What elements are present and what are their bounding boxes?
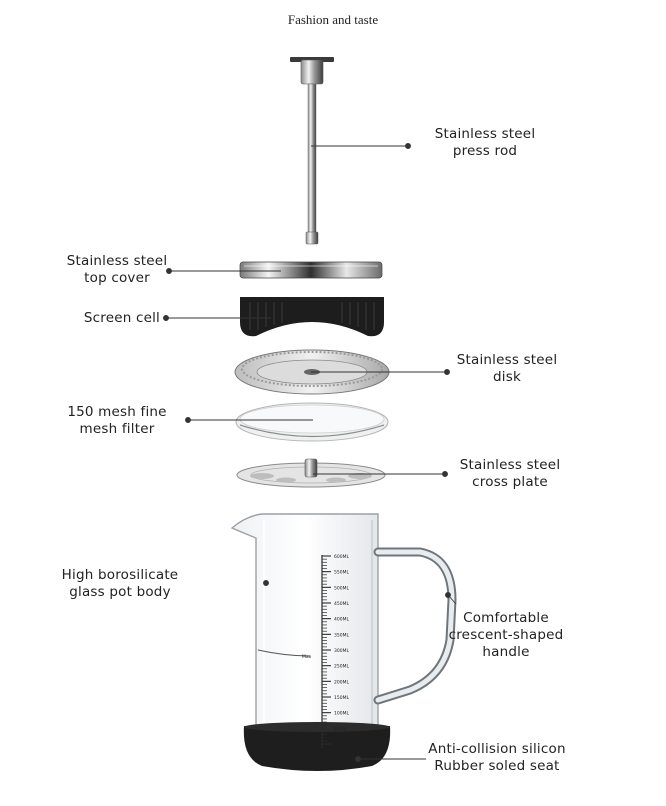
label-screen-cell: Screen cell [83, 310, 160, 326]
press-rod [290, 57, 334, 245]
mesh-filter [235, 402, 389, 442]
scale-mark-label: 500ML [334, 585, 349, 591]
leader-lines [163, 143, 457, 762]
silicone-seat [243, 722, 391, 771]
screen-cell [240, 297, 384, 337]
scale-mark-label: 400ML [334, 617, 349, 623]
scale-max-label: Max [302, 654, 312, 660]
scale-mark-label: 300ML [334, 648, 349, 654]
scale-mark-label: 600ML [334, 554, 349, 560]
page-title: Fashion and taste [287, 12, 379, 27]
cross-plate [236, 458, 386, 488]
scale-mark-label: 150ML [334, 695, 349, 701]
glass-pot [230, 513, 379, 743]
measurement-scale: 600ML 550ML 500ML 450ML 400ML 350ML 300ML 250ML… [302, 554, 349, 748]
scale-mark-label: 200ML [334, 679, 349, 685]
scale-mark-label: 250ML [334, 664, 349, 670]
top-cover [239, 261, 383, 279]
crescent-handle [373, 547, 457, 705]
scale-mark-label: 350ML [334, 632, 349, 638]
scale-mark-label: 450ML [334, 601, 349, 607]
scale-mark-label: 550ML [334, 570, 349, 576]
scale-mark-label: 100ML [334, 711, 349, 717]
scale-mark-label: 50ML [334, 726, 347, 732]
